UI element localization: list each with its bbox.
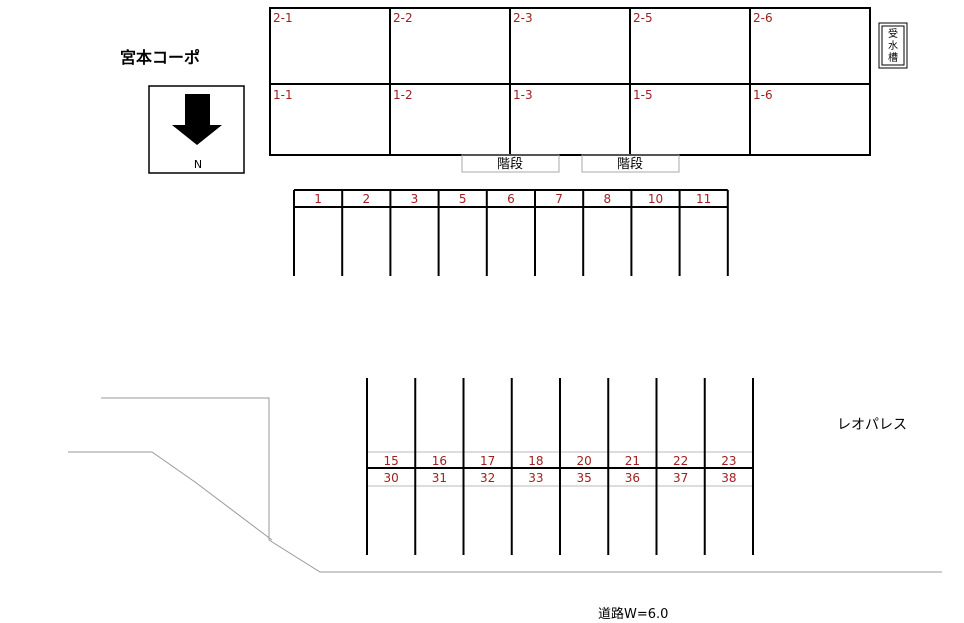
north-arrow: N xyxy=(148,85,245,174)
parking-stall-number: 33 xyxy=(528,471,543,485)
parking-stall-number: 18 xyxy=(528,454,543,468)
parking-stall-number: 7 xyxy=(555,192,563,206)
water-tank-char: 水 xyxy=(888,40,898,52)
unit-label: 2-3 xyxy=(513,11,533,25)
road-label: 道路W=6.0 xyxy=(598,606,668,622)
parking-stall-number: 36 xyxy=(625,471,640,485)
parking-stall-number: 21 xyxy=(625,454,640,468)
neighbor-building-label: レオパレス xyxy=(837,417,907,433)
apartment-building: 2-1 2-2 2-3 2-5 2-6 1-1 1-2 1-3 1-5 1-6 xyxy=(269,7,871,156)
parking-stall-number: 38 xyxy=(721,471,736,485)
parking-stall-number: 32 xyxy=(480,471,495,485)
unit-label: 1-1 xyxy=(273,88,293,102)
stairs-box xyxy=(461,154,560,173)
unit-label: 2-5 xyxy=(633,11,653,25)
parking-stall-number: 30 xyxy=(383,471,398,485)
water-tank-char: 受 xyxy=(888,28,898,40)
parking-stall-number: 15 xyxy=(383,454,398,468)
parking-stall-number: 37 xyxy=(673,471,688,485)
parking-stall-number: 3 xyxy=(411,192,419,206)
parking-stall-number: 17 xyxy=(480,454,495,468)
stairs-box xyxy=(581,154,680,173)
unit-label: 2-2 xyxy=(393,11,413,25)
building-outline xyxy=(269,7,871,156)
parking-stall-number: 2 xyxy=(362,192,370,206)
parking-stall-number: 5 xyxy=(459,192,467,206)
parking-stall-number: 11 xyxy=(696,192,711,206)
building-name: 宮本コーポ xyxy=(120,48,200,67)
parking-stall-number: 1 xyxy=(314,192,322,206)
site-boundary xyxy=(68,397,942,573)
water-tank: 受水槽 xyxy=(878,22,908,69)
parking-bottom-row: 15 16 17 18 20 21 22 23 30 31 32 33 35 36 37 38 xyxy=(366,378,754,555)
parking-stall-number: 8 xyxy=(603,192,611,206)
unit-label: 2-6 xyxy=(753,11,773,25)
unit-label: 2-1 xyxy=(273,11,293,25)
parking-stall-number: 16 xyxy=(432,454,447,468)
parking-stall-number: 6 xyxy=(507,192,515,206)
stairs-label: 階段 xyxy=(497,157,523,172)
unit-label: 1-2 xyxy=(393,88,413,102)
parking-stall-number: 35 xyxy=(576,471,591,485)
parking-stall-number: 31 xyxy=(432,471,447,485)
stairs-label: 階段 xyxy=(617,157,643,172)
water-tank-label: 受水槽 xyxy=(888,28,898,64)
unit-label: 1-5 xyxy=(633,88,653,102)
stairs-group: 階段 階段 xyxy=(461,154,680,173)
parking-stall-number: 10 xyxy=(648,192,663,206)
parking-stall-number: 20 xyxy=(576,454,591,468)
unit-label: 1-3 xyxy=(513,88,533,102)
unit-label: 1-6 xyxy=(753,88,773,102)
parking-top-row: 1 2 3 5 6 7 8 10 11 xyxy=(293,189,729,276)
water-tank-char: 槽 xyxy=(888,51,898,64)
north-label: N xyxy=(194,158,202,171)
arrow-down-icon xyxy=(172,94,222,145)
parking-stall-number: 23 xyxy=(721,454,736,468)
parking-stall-number: 22 xyxy=(673,454,688,468)
